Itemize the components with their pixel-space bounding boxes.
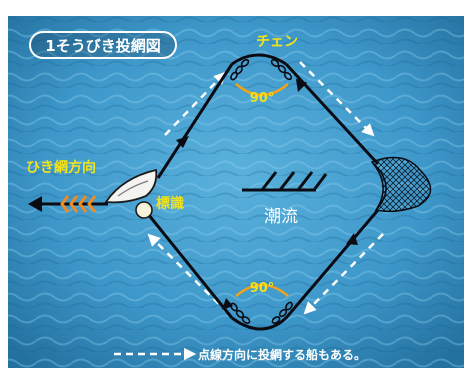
dashed-arrow-lower-right	[303, 233, 384, 315]
dashed-arrow-upper-right	[299, 61, 375, 137]
rope-segment-upper-left	[156, 63, 234, 179]
dashed-arrow-lower-left	[147, 233, 229, 314]
label-chain: チェン	[256, 34, 298, 50]
boat-icon	[104, 168, 158, 204]
pull-direction-arrow	[28, 195, 108, 213]
net-icon	[370, 156, 432, 213]
current-symbol-icon	[242, 171, 328, 192]
label-current: 潮流	[264, 207, 298, 227]
rope-arrow-upper-left	[176, 136, 189, 148]
chain-links-top	[230, 58, 293, 81]
dashed-arrow-upper-left	[164, 71, 227, 136]
angle-arc-bottom	[235, 283, 289, 297]
label-angle-top: 90°	[250, 91, 275, 106]
dashed-direction-arrows	[147, 61, 384, 315]
label-pull-direction: ひき網方向	[26, 159, 96, 176]
diagram-title: 1そうびき投網図	[45, 37, 160, 55]
label-angle-bottom: 90°	[250, 281, 275, 296]
title-pill	[29, 31, 177, 59]
chain-links-bottom	[230, 301, 293, 324]
rope-segment-lower-right	[284, 209, 380, 319]
rope-segment-lower-left	[146, 213, 234, 319]
chain-bottom	[231, 316, 288, 331]
rope-arrow-upper-right	[295, 78, 308, 92]
angle-arc-top	[235, 83, 289, 97]
chain-top	[231, 53, 287, 66]
rope-arrow-lower-right	[346, 233, 358, 245]
legend-text: 点線方向に投網する船もある。	[198, 347, 366, 362]
buoy-icon	[135, 201, 153, 219]
label-buoy: 標識	[156, 195, 184, 212]
